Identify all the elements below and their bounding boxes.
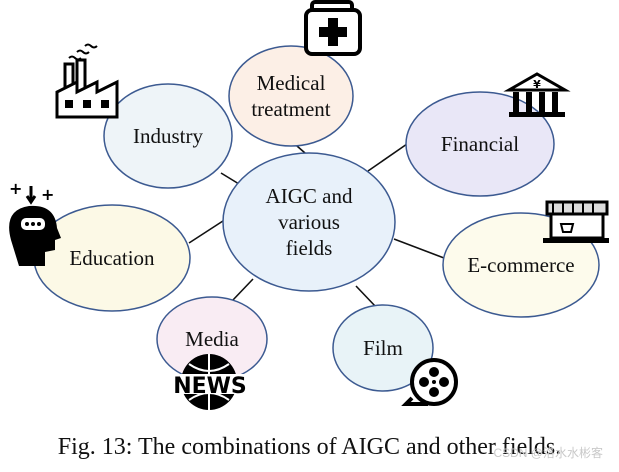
svg-text:+: + <box>9 179 22 198</box>
edge-financial <box>367 143 408 172</box>
svg-text:¥: ¥ <box>533 78 541 91</box>
figure-caption: Fig. 13: The combinations of AIGC and ot… <box>57 434 562 460</box>
center-label: fields <box>286 236 333 260</box>
node-label-film: Film <box>363 336 403 360</box>
node-financial <box>405 91 555 197</box>
node-label-medical: treatment <box>251 97 330 121</box>
svg-text:NEWS: NEWS <box>173 374 247 399</box>
node-label-medical: Medical <box>257 71 326 95</box>
bank-icon: ¥ <box>503 72 571 117</box>
edge-media <box>231 278 254 302</box>
watermark: CSDN @洛水水彬客 <box>493 446 603 460</box>
node-medical <box>228 45 354 147</box>
storefront-icon <box>543 200 609 243</box>
node-label-financial: Financial <box>441 132 519 156</box>
edge-medical <box>296 145 306 154</box>
node-label-ecommerce: E-commerce <box>467 253 574 277</box>
edge-ecommerce <box>393 238 445 259</box>
center-label: various <box>278 210 340 234</box>
edge-education <box>188 218 227 244</box>
medical-kit-icon <box>304 0 362 56</box>
film-reel-icon <box>401 358 458 406</box>
edge-film <box>355 285 377 308</box>
connector-lines <box>188 143 445 308</box>
center-label: AIGC and <box>266 184 353 208</box>
svg-text:+: + <box>41 185 54 204</box>
node-label-industry: Industry <box>133 124 203 148</box>
node-film <box>332 304 434 392</box>
center-node <box>222 152 396 292</box>
node-label-media: Media <box>185 327 239 351</box>
node-industry <box>103 83 233 189</box>
head-thinking-icon: + + <box>9 179 62 266</box>
node-label-education: Education <box>69 246 155 270</box>
factory-icon <box>55 43 119 119</box>
news-icon: NEWS <box>173 354 247 410</box>
edge-industry <box>220 172 240 185</box>
